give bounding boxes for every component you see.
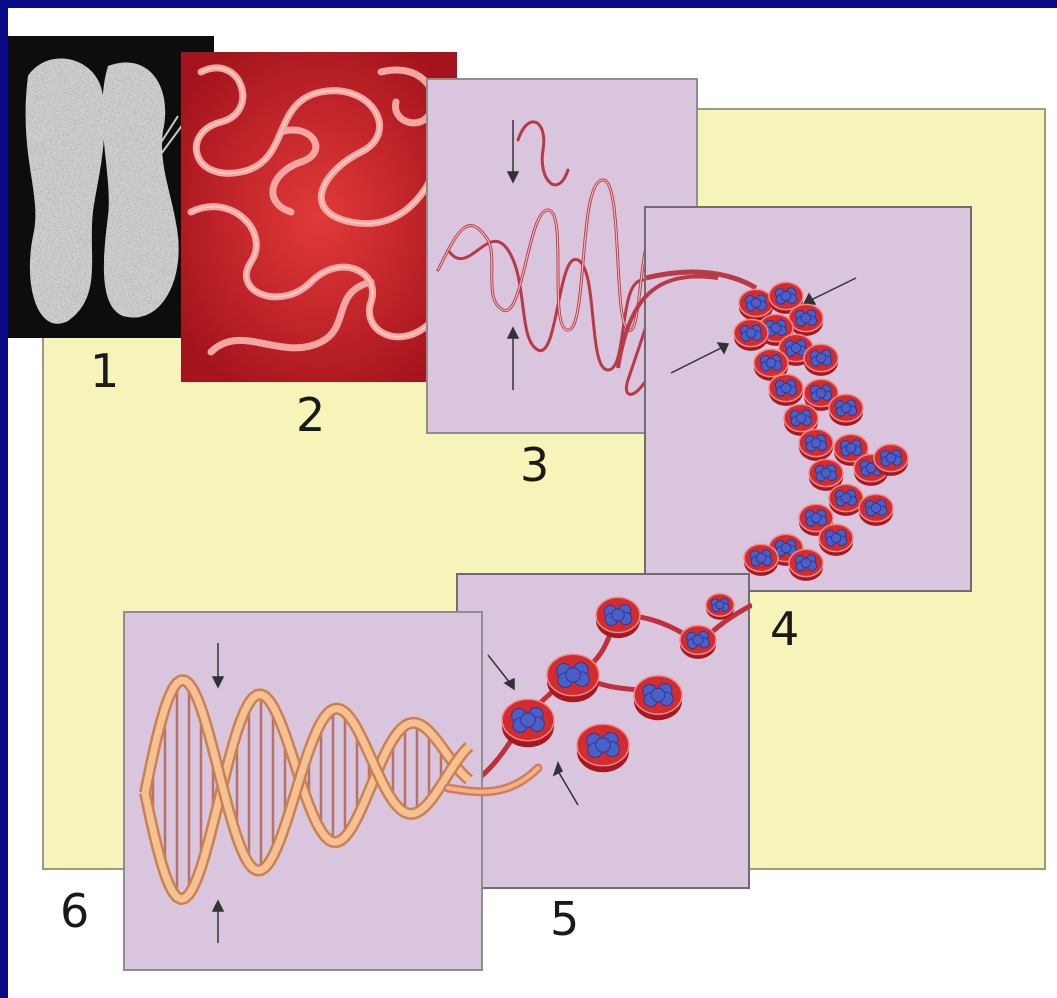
solenoid-nucleosome (789, 304, 823, 335)
bead-nucleosome (502, 699, 554, 747)
nucleosome-beads-drawing (458, 575, 752, 891)
bead-nucleosome (634, 676, 682, 720)
solenoid-nucleosome (829, 484, 863, 515)
chromatin-loops-panel (181, 52, 457, 382)
bead-nucleosome (596, 597, 640, 638)
solenoid-nucleosome (804, 344, 838, 375)
solenoid-nucleosome (734, 319, 768, 350)
chromosome-packing-diagram: 1 2 3 4 5 6 (8, 8, 1057, 998)
label-5: 5 (550, 896, 579, 942)
dna-backbone-outline (145, 680, 469, 870)
dna-backbone (145, 694, 469, 899)
label-2: 2 (296, 392, 325, 438)
solenoid-nucleosome (789, 549, 823, 580)
solenoid-nucleosome (799, 429, 833, 460)
dna-connector (438, 748, 558, 818)
dna-helix-drawing (125, 613, 485, 973)
dna-helix-panel (123, 611, 483, 971)
solenoid-nucleosome (744, 544, 778, 575)
label-4: 4 (770, 606, 799, 652)
fiber-connector (608, 248, 728, 388)
solenoid-nucleosome (819, 524, 853, 555)
solenoid-nucleosome (769, 374, 803, 405)
solenoid-nucleosome (829, 394, 863, 425)
label-6: 6 (60, 888, 89, 934)
bead-nucleosome (577, 724, 629, 772)
chromatin-loops-drawing (181, 52, 457, 382)
bead-nucleosome (680, 626, 716, 659)
solenoid-nucleosome (874, 444, 908, 475)
nucleosome-beads-panel (456, 573, 750, 889)
label-3: 3 (520, 442, 549, 488)
label-1: 1 (90, 348, 119, 394)
bead-nucleosome (547, 654, 599, 702)
solenoid-nucleosome (859, 494, 893, 525)
bead-nucleosome (706, 594, 734, 620)
